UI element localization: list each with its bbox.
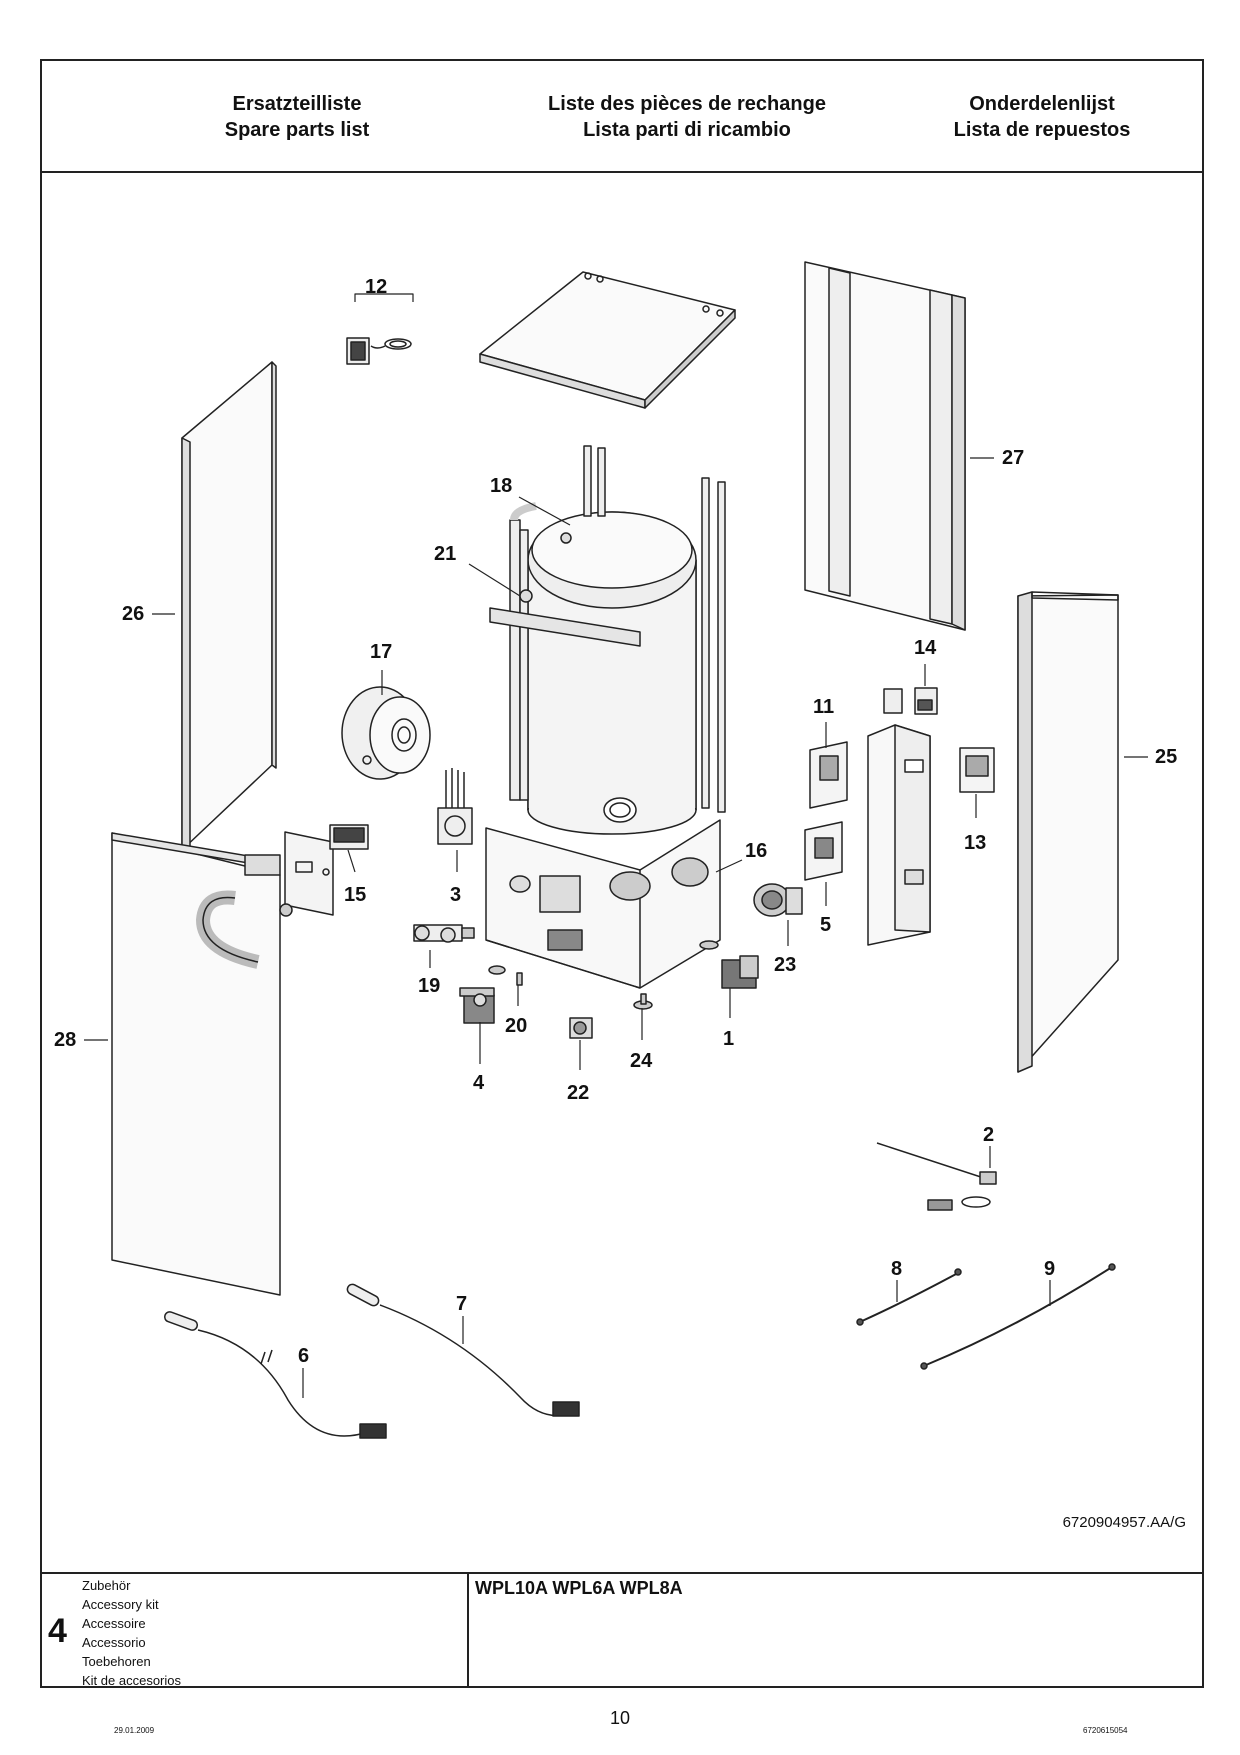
model-list: WPL10A WPL6A WPL8A: [475, 1578, 683, 1598]
page-number: 10: [610, 1708, 631, 1728]
callout-28: 28: [54, 1029, 76, 1051]
footer-divider: [467, 1574, 469, 1688]
callout-19: 19: [418, 975, 440, 997]
part-electrical-box: [867, 724, 931, 946]
header-col-dutch-spanish: Onderdelenlijst Lista de repuestos: [912, 91, 1172, 143]
callout-12: 12: [365, 276, 387, 298]
part-temperature-sensors: [163, 1283, 580, 1439]
callout-22: 22: [567, 1082, 589, 1104]
part-back-panel: [804, 261, 966, 631]
part-circuit-board-11: [809, 741, 848, 809]
callout-5: 5: [820, 914, 831, 936]
header-title-it: Lista parti di ricambio: [583, 119, 791, 141]
callout-4: 4: [473, 1072, 485, 1094]
callout-25: 25: [1155, 746, 1177, 768]
section-title: Kit de accesorios: [82, 1673, 181, 1688]
callout-17: 17: [370, 641, 392, 663]
section-title: Zubehör: [82, 1578, 131, 1593]
part-top-cover: [479, 271, 736, 409]
document-number: 6720615054: [1083, 1726, 1128, 1735]
leader-lines: [84, 293, 1148, 1398]
section-title: Toebehoren: [82, 1654, 151, 1669]
callout-7: 7: [456, 1293, 467, 1315]
header-col-french-italian: Liste des pièces de rechange Lista parti…: [482, 91, 892, 143]
header-title-fr: Liste des pièces de rechange: [548, 93, 826, 115]
part-cables-8-9: [856, 1263, 1116, 1370]
part-number-labels: 12 18 21 26 17 27 14 11 25 13 15 3 16 5 …: [54, 276, 1177, 1367]
part-circuit-board-13: [959, 747, 995, 793]
header-title-es: Lista de repuestos: [953, 119, 1131, 141]
part-relays: [883, 687, 938, 715]
part-front-panel: [111, 832, 281, 1296]
part-control-unit: [279, 824, 369, 917]
callout-11: 11: [813, 696, 834, 718]
callout-21: 21: [434, 543, 456, 565]
section-title-list: Zubehör Accessory kit Accessoire Accesso…: [82, 1576, 181, 1690]
callout-13: 13: [964, 832, 986, 854]
figure-id: 6720904957.AA/G: [1062, 1514, 1186, 1531]
callout-3: 3: [450, 884, 461, 906]
part-valve-assembly: [413, 924, 475, 943]
part-small-fittings: [488, 940, 759, 1039]
callout-6: 6: [298, 1345, 309, 1367]
section-title: Accessory kit: [82, 1597, 159, 1612]
callout-27: 27: [1002, 447, 1024, 469]
section-title: Accessorio: [82, 1635, 146, 1650]
part-heater-element: [437, 768, 473, 845]
callout-24: 24: [630, 1050, 653, 1072]
callout-1: 1: [723, 1028, 734, 1050]
part-diverter-valve: [459, 987, 495, 1024]
part-expansion-vessel: [341, 686, 431, 780]
callout-26: 26: [122, 603, 144, 625]
header-title-de: Ersatzteilliste: [232, 93, 362, 115]
callout-15: 15: [344, 884, 366, 906]
callout-18: 18: [490, 475, 512, 497]
header-col-german-english: Ersatzteilliste Spare parts list: [167, 91, 427, 143]
part-circuit-board-5: [804, 821, 843, 881]
callout-23: 23: [774, 954, 796, 976]
part-circulation-pump: [753, 883, 803, 917]
part-right-side-panel: [1017, 591, 1119, 1073]
callout-8: 8: [891, 1258, 902, 1280]
part-outdoor-sensor: [876, 1142, 997, 1211]
part-tank-pipes: [489, 445, 726, 813]
callout-14: 14: [914, 637, 937, 659]
page-frame: Ersatzteilliste Spare parts list Liste d…: [40, 59, 1204, 1688]
print-date: 29.01.2009: [114, 1726, 155, 1735]
section-footer: 4 Zubehör Accessory kit Accessoire Acces…: [42, 1572, 1202, 1688]
part-left-side-panel: [181, 361, 277, 851]
title-header: Ersatzteilliste Spare parts list Liste d…: [42, 61, 1202, 173]
callout-2: 2: [983, 1124, 994, 1146]
callout-9: 9: [1044, 1258, 1055, 1280]
section-number: 4: [48, 1612, 67, 1650]
header-title-nl: Onderdelenlijst: [969, 93, 1115, 115]
section-title: Accessoire: [82, 1616, 146, 1631]
callout-20: 20: [505, 1015, 527, 1037]
callout-16: 16: [745, 840, 767, 862]
part-storage-tank: [527, 511, 697, 835]
part-base-frame: [485, 819, 721, 989]
header-title-en: Spare parts list: [224, 119, 370, 141]
part-remote-kit: [346, 337, 412, 365]
